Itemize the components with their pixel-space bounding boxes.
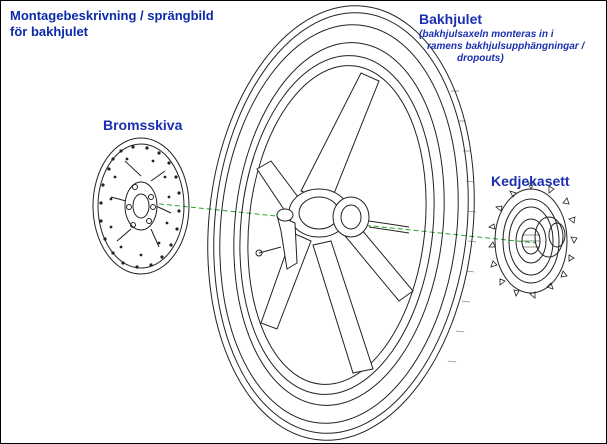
rear-wheel-note-line2: ramens bakhjulsupphängningar / — [427, 41, 585, 52]
rear-wheel-note-line1: (bakhjulsaxeln monteras in i — [419, 29, 554, 40]
cassette-drawing — [488, 182, 578, 299]
label-brake-disc: Bromsskiva — [103, 117, 183, 133]
label-cassette: Kedjekasett — [491, 173, 570, 189]
rear-wheel-note: (bakhjulsaxeln monteras in i ramens bakh… — [419, 29, 604, 65]
diagram-title-line1: Montagebeskrivning / sprängbild — [10, 8, 214, 23]
label-rear-wheel: Bakhjulet — [419, 11, 483, 27]
rear-wheel-note-line3: dropouts) — [457, 53, 504, 64]
rear-wheel-drawing — [207, 5, 477, 441]
diagram-title-line2: för bakhjulet — [10, 24, 89, 39]
diagram-title: Montagebeskrivning / sprängbild för bakh… — [10, 8, 214, 40]
brake-disc-drawing — [92, 137, 190, 275]
